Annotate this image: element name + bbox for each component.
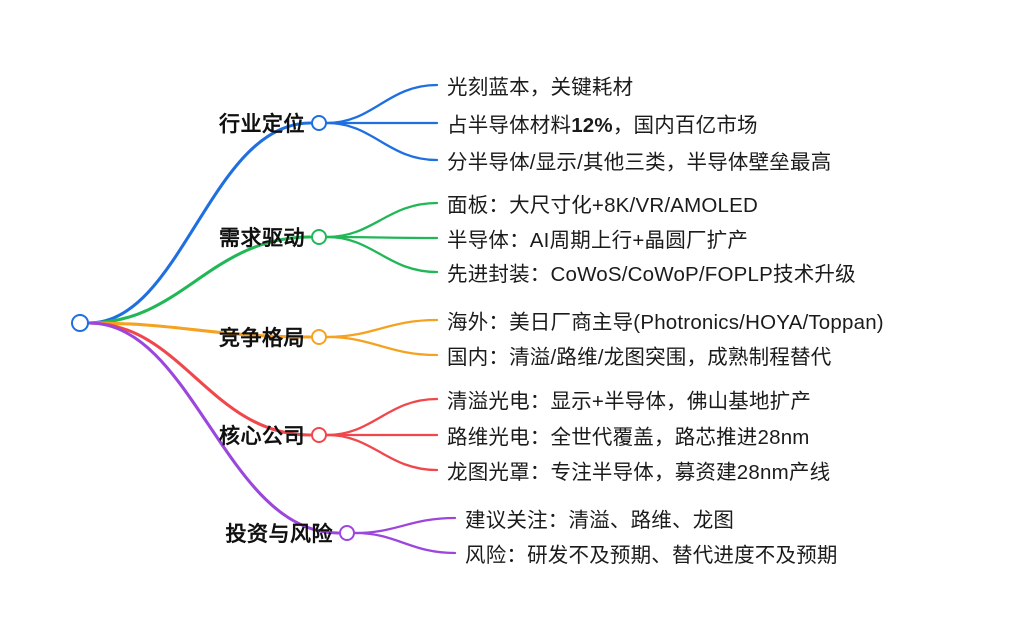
trunk-edge-demand-drivers — [87, 235, 312, 325]
branch-node-circle-investment-risk[interactable] — [339, 525, 355, 541]
branch-label-core-companies[interactable]: 核心公司 — [219, 425, 305, 448]
branch-label-investment-risk[interactable]: 投资与风险 — [225, 523, 333, 546]
leaf-label-industry-position-1[interactable]: 占半导体材料12%，国内百亿市场 — [447, 114, 758, 137]
leaf-label-demand-drivers-0[interactable]: 面板：大尺寸化+8K/VR/AMOLED — [447, 194, 758, 217]
branch-node-circle-competitive-landscape[interactable] — [311, 329, 327, 345]
leaf-edge-demand-drivers-2 — [325, 235, 439, 274]
trunk-edge-core-companies — [87, 321, 312, 437]
leaf-edge-investment-risk-1 — [353, 531, 457, 555]
leaf-edge-core-companies-2 — [325, 433, 439, 472]
leaf-edge-core-companies-0 — [325, 397, 439, 437]
leaf-label-core-companies-1[interactable]: 路维光电：全世代覆盖，路芯推进28nm — [447, 426, 810, 449]
branch-node-circle-core-companies[interactable] — [311, 427, 327, 443]
leaf-label-demand-drivers-2[interactable]: 先进封装：CoWoS/CoWoP/FOPLP技术升级 — [447, 263, 856, 286]
leaf-label-core-companies-2[interactable]: 龙图光罩：专注半导体，募资建28nm产线 — [447, 461, 831, 484]
leaf-edge-demand-drivers-0 — [325, 201, 439, 239]
leaf-label-demand-drivers-1[interactable]: 半导体：AI周期上行+晶圆厂扩产 — [447, 229, 749, 252]
leaf-label-core-companies-0[interactable]: 清溢光电：显示+半导体，佛山基地扩产 — [447, 390, 812, 413]
trunk-edge-industry-position — [87, 121, 312, 325]
branch-label-demand-drivers[interactable]: 需求驱动 — [219, 227, 305, 250]
branch-label-industry-position[interactable]: 行业定位 — [219, 113, 305, 136]
leaf-label-investment-risk-0[interactable]: 建议关注：清溢、路维、龙图 — [465, 509, 735, 532]
branch-node-circle-industry-position[interactable] — [311, 115, 327, 131]
trunk-edge-investment-risk — [87, 321, 340, 535]
leaf-label-investment-risk-1[interactable]: 风险：研发不及预期、替代进度不及预期 — [465, 544, 838, 567]
root-node-circle[interactable] — [71, 314, 89, 332]
branch-label-competitive-landscape[interactable]: 竞争格局 — [219, 327, 305, 350]
leaf-edge-competitive-landscape-0 — [325, 318, 439, 339]
leaf-edge-industry-position-2 — [325, 121, 439, 162]
leaf-label-industry-position-0[interactable]: 光刻蓝本，关键耗材 — [447, 76, 634, 99]
leaf-edge-competitive-landscape-1 — [325, 335, 439, 357]
trunk-edge-competitive-landscape — [87, 321, 312, 339]
leaf-edge-investment-risk-0 — [353, 516, 457, 535]
leaf-label-industry-position-2[interactable]: 分半导体/显示/其他三类，半导体壁垒最高 — [447, 151, 832, 174]
branch-node-circle-demand-drivers[interactable] — [311, 229, 327, 245]
leaf-label-competitive-landscape-0[interactable]: 海外：美日厂商主导(Photronics/HOYA/Toppan) — [447, 311, 884, 334]
leaf-label-competitive-landscape-1[interactable]: 国内：清溢/路维/龙图突围，成熟制程替代 — [447, 346, 832, 369]
leaf-edge-industry-position-0 — [325, 83, 439, 125]
